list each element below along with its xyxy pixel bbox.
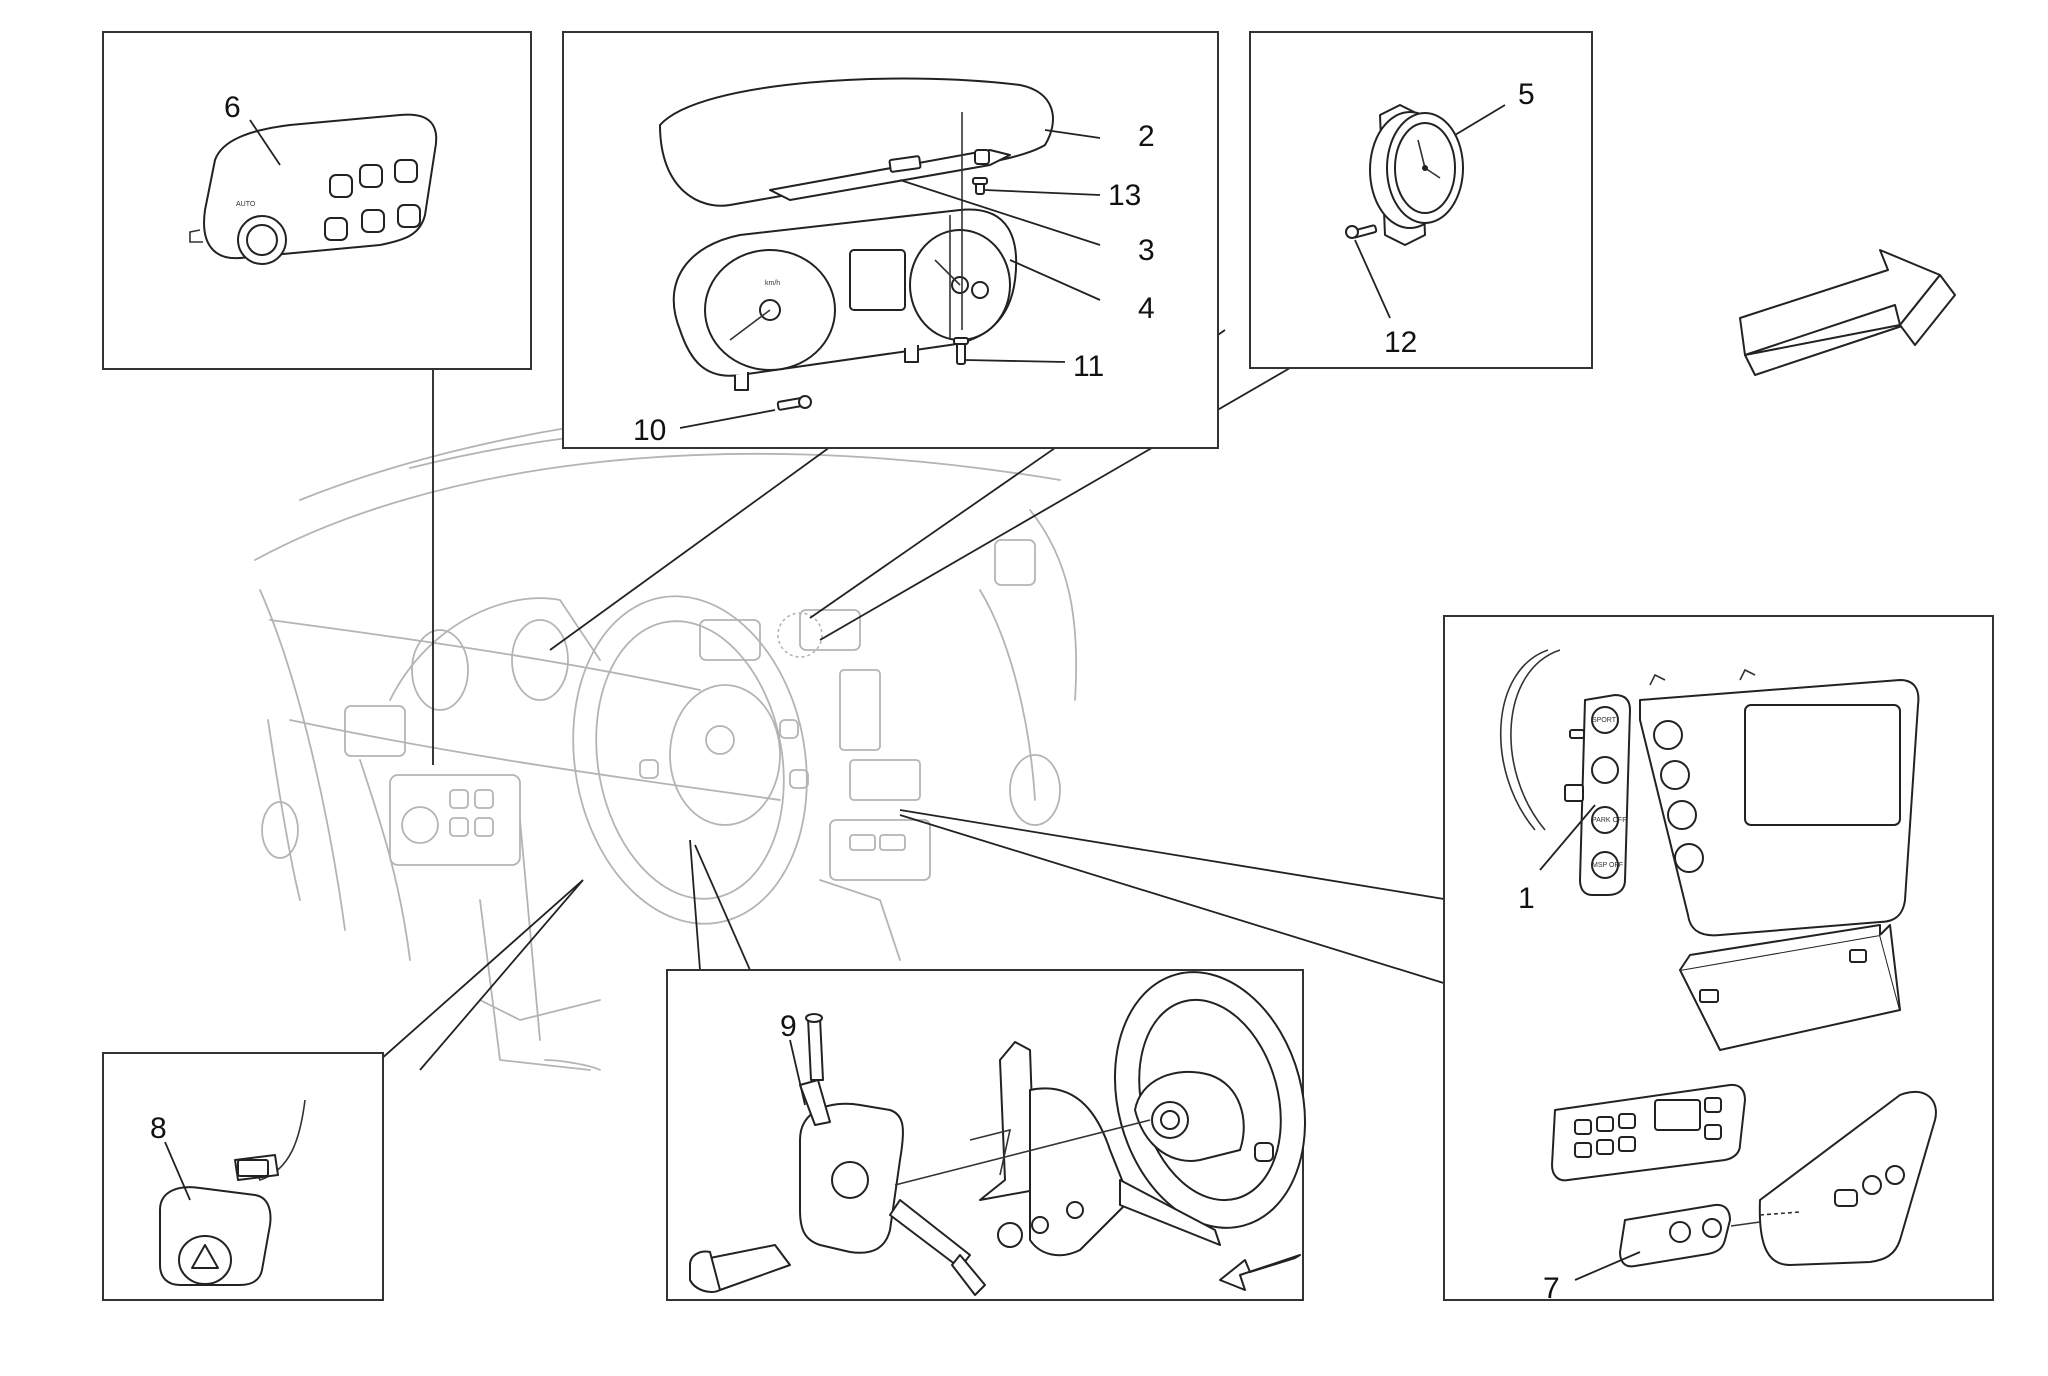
screw-10	[776, 395, 812, 411]
callout-10: 10	[633, 414, 666, 447]
callout-8: 8	[150, 1112, 167, 1145]
callout-2: 2	[1138, 120, 1155, 153]
console-bezel-part	[1639, 668, 1920, 937]
panel-ignition-switch: 8	[102, 1052, 384, 1301]
radio-chassis-part	[1679, 924, 1901, 1051]
callout-6: 6	[224, 91, 241, 124]
msp-off-label: MSP OFF	[1592, 862, 1623, 869]
dashboard-background	[254, 407, 1078, 1071]
direction-arrow-icon	[1739, 249, 1956, 376]
panel-instrument-cluster: km/h 2 13 3 4 11 10	[562, 31, 1219, 449]
callout-7: 7	[1543, 1272, 1560, 1305]
screw-11	[953, 337, 969, 365]
lower-trim-part	[1758, 1090, 1937, 1266]
sport-label: SPORT	[1592, 717, 1617, 724]
cluster-part: km/h	[672, 208, 1018, 391]
console-switch-strip-part: SPORT PARK OFF MSP OFF	[1499, 649, 1631, 896]
callout-3: 3	[1138, 234, 1155, 267]
panel-center-console: SPORT PARK OFF MSP OFF	[1443, 615, 1994, 1305]
callout-13: 13	[1108, 179, 1141, 212]
climate-panel-part	[1551, 1083, 1746, 1182]
steering-wheel-part	[1113, 971, 1307, 1229]
screw-12	[1345, 224, 1378, 239]
light-switch-part: AUTO	[189, 113, 438, 265]
column-bracket-part	[969, 1041, 1221, 1257]
panel-steering-column: 9	[666, 969, 1307, 1301]
callout-4: 4	[1138, 292, 1155, 325]
screw-13	[972, 177, 988, 195]
stalk-assembly-part	[689, 1013, 1151, 1296]
callout-11: 11	[1073, 350, 1104, 383]
clock-part	[1369, 104, 1464, 246]
callout-1: 1	[1518, 882, 1535, 915]
hazard-switch-part	[1619, 1203, 1801, 1268]
cluster-hood-part	[659, 77, 1054, 207]
auto-label: AUTO	[236, 201, 256, 208]
callout-12: 12	[1384, 326, 1417, 359]
callout-5: 5	[1518, 78, 1535, 111]
view-direction-arrow-icon	[1219, 1254, 1301, 1291]
park-off-label: PARK OFF	[1592, 817, 1626, 824]
panel-light-switch: AUTO 6	[102, 31, 532, 370]
panel-clock: 5 12	[1249, 31, 1593, 369]
callout-9: 9	[780, 1010, 797, 1043]
kmh-label: km/h	[765, 280, 780, 287]
ignition-switch-part	[159, 1099, 306, 1286]
